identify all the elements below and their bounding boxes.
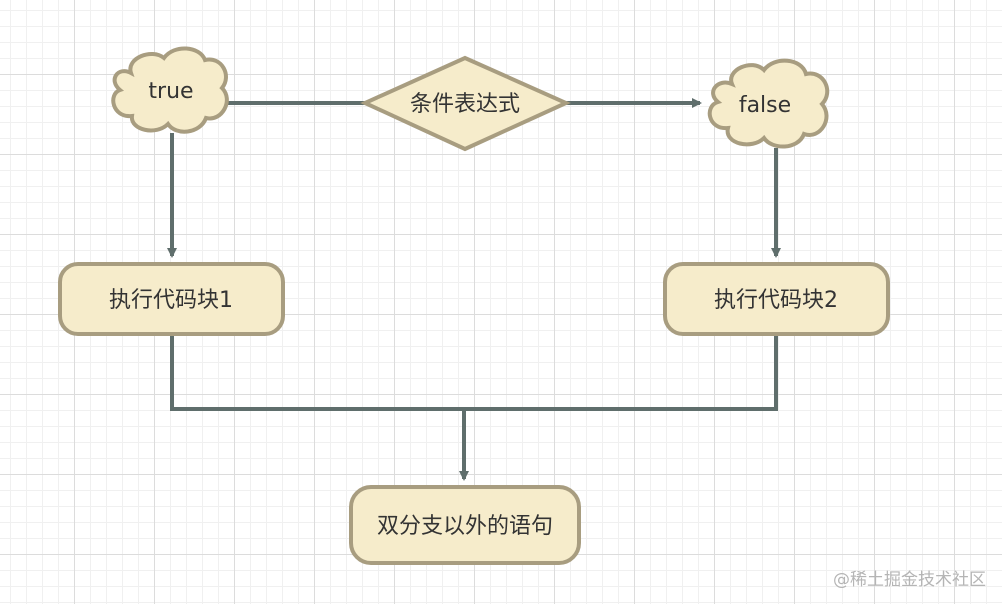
decision-label: 条件表达式: [410, 92, 520, 117]
block2-box: [663, 262, 890, 336]
block1-node: 执行代码块1: [58, 262, 285, 336]
block1-box: [58, 262, 285, 336]
false-label: false: [739, 93, 791, 118]
block2-label: 执行代码块2: [714, 288, 838, 313]
connector-block2-to-merge: [464, 334, 778, 411]
decision-node: 条件表达式: [360, 55, 571, 152]
true-label: true: [148, 79, 193, 104]
true-cloud: true: [111, 46, 229, 134]
false-cloud-shape: [707, 58, 830, 149]
false-cloud: false: [707, 58, 830, 149]
true-cloud-shape: [111, 46, 229, 134]
after-box: [349, 485, 581, 565]
decision-diamond: [360, 55, 571, 152]
block2-node: 执行代码块2: [663, 262, 890, 336]
connector-block1-to-merge: [170, 334, 464, 411]
watermark-text: @稀土掘金技术社区: [833, 570, 986, 590]
block1-label: 执行代码块1: [109, 288, 233, 313]
after-label: 双分支以外的语句: [377, 514, 553, 539]
after-node: 双分支以外的语句: [349, 485, 581, 565]
connectors: [167, 98, 781, 481]
